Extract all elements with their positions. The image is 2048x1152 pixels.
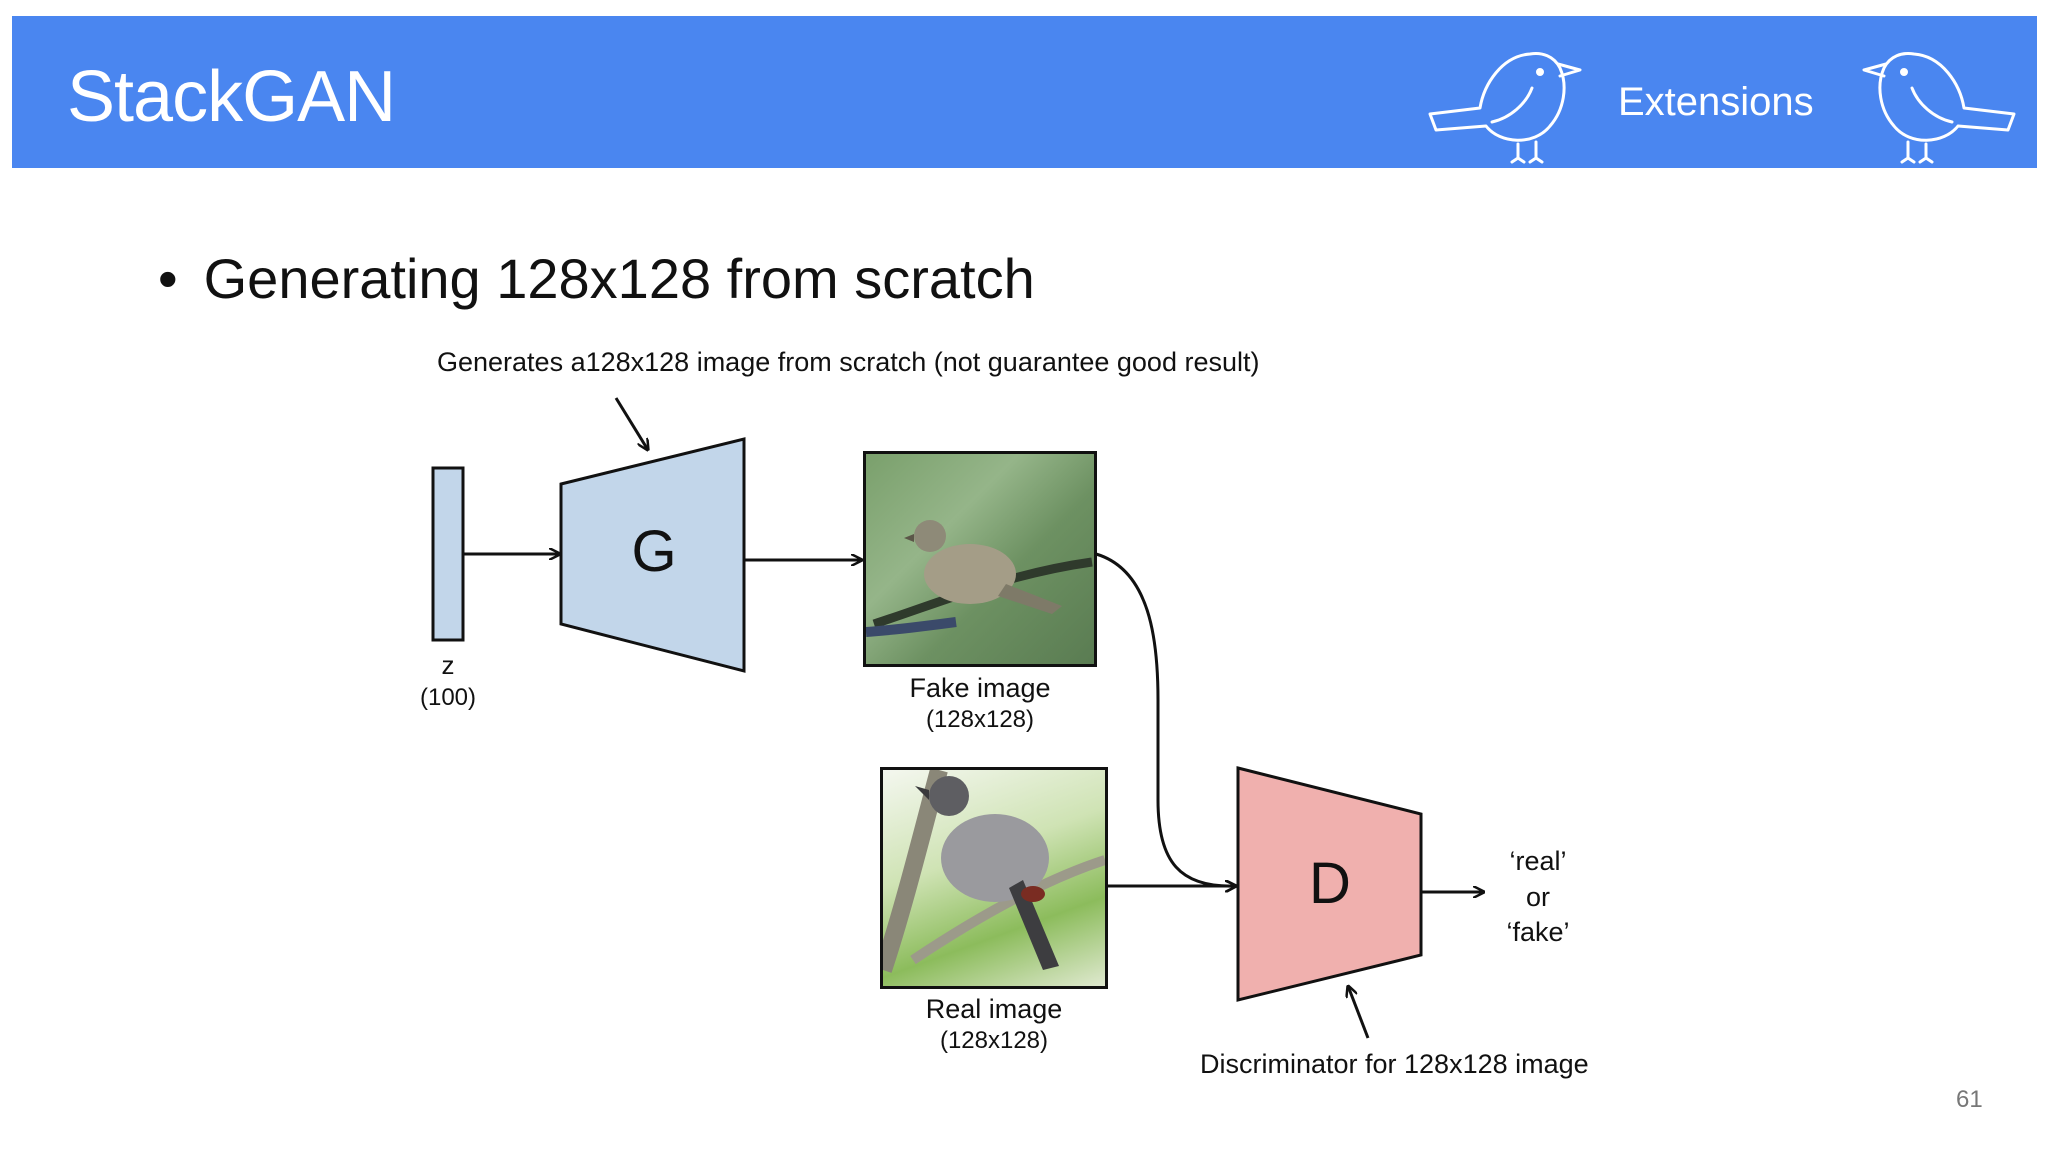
fake-image-size: (128x128) — [925, 706, 1035, 733]
slide-title: StackGAN — [67, 57, 396, 137]
real-image — [880, 767, 1108, 989]
output-or-label: or — [1525, 882, 1550, 912]
discriminator-label: D — [1309, 851, 1351, 916]
generator-label: G — [631, 519, 677, 584]
generator-annotation: Generates a128x128 image from scratch (n… — [437, 347, 1260, 377]
z-vector-box — [431, 466, 465, 642]
discriminator-annotation: Discriminator for 128x128 image — [1200, 1049, 1589, 1079]
z-label: z — [441, 650, 455, 680]
fake-bird-drawing — [866, 520, 1093, 637]
z-size-label: (100) — [419, 684, 477, 711]
section-label: Extensions — [1618, 80, 1814, 124]
generator-block — [559, 437, 746, 673]
real-image-label: Real image — [925, 994, 1063, 1024]
page-number: 61 — [1956, 1086, 1983, 1113]
fake-image-label: Fake image — [909, 673, 1051, 703]
header-bar: StackGAN Extensions — [12, 16, 2037, 168]
real-bird-drawing — [883, 770, 1105, 973]
bird-outline-icon-left — [1428, 52, 1582, 164]
discriminator-annotation-arrow — [1348, 986, 1370, 1039]
fake-image — [863, 451, 1097, 667]
bullet-dot: • — [158, 247, 178, 310]
output-fake-label: ‘fake’ — [1506, 917, 1570, 947]
bird-outline-icon-right — [1862, 52, 2016, 164]
bullet-text: Generating 128x128 from scratch — [203, 247, 1035, 310]
generator-annotation-arrow — [614, 397, 648, 450]
fake-to-discriminator-arrow — [1095, 552, 1236, 886]
discriminator-block — [1236, 766, 1423, 1002]
output-real-label: ‘real’ — [1509, 846, 1567, 876]
bullet-item: • Generating 128x128 from scratch — [158, 246, 1035, 311]
real-image-size: (128x128) — [939, 1027, 1049, 1054]
